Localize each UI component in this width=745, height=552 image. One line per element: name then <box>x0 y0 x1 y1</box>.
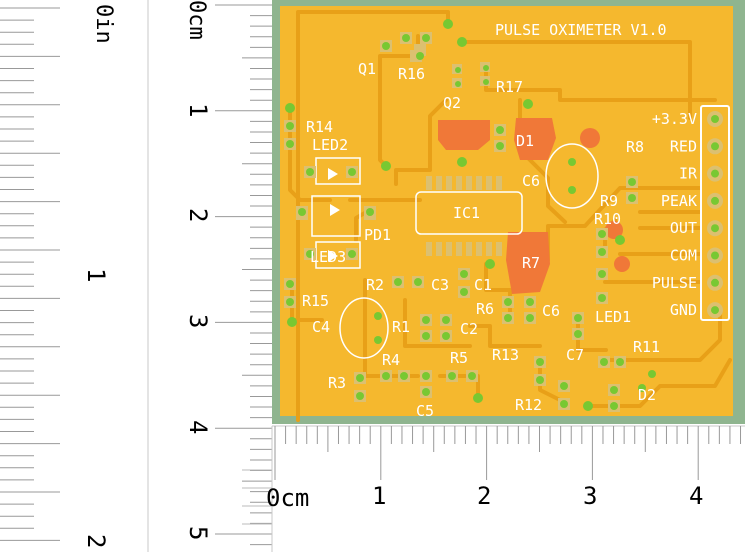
component-designator: R9 <box>600 192 618 210</box>
component-designator: C1 <box>474 276 492 294</box>
electrolytic-caps <box>339 143 599 359</box>
cm-hruler-4-label: 4 <box>689 482 703 510</box>
connector-pin-hole <box>711 169 719 178</box>
board-title: PULSE OXIMETER V1.0 <box>495 21 667 39</box>
inch-ruler-one-label: 1 <box>82 268 110 282</box>
component-designator: C4 <box>312 318 330 336</box>
component-designator: R11 <box>633 338 660 356</box>
cm-vruler-4-label: 4 <box>184 420 212 434</box>
connector-pin-hole <box>711 224 719 233</box>
cm-vruler-1-label: 1 <box>184 103 212 117</box>
component-designator: LED2 <box>312 136 348 154</box>
component-designator: C6 <box>522 172 540 190</box>
inch-ruler: 0in 1 2 <box>0 0 149 552</box>
component-designator: LED3 <box>310 248 346 266</box>
connector-label: RED <box>670 137 697 155</box>
connector-label: +3.3V <box>652 110 697 128</box>
component-designator: R16 <box>398 65 425 83</box>
component-designator: R8 <box>626 138 644 156</box>
cm-vruler-5-label: 5 <box>184 526 212 540</box>
connector-pin-hole <box>711 196 719 205</box>
header-connector <box>700 105 730 321</box>
c4-outline <box>339 297 389 359</box>
inch-ruler-two-label: 2 <box>82 534 110 548</box>
silkscreen: PULSE OXIMETER V1.0 +3.3V RED IR PEAK OUT COM… <box>302 21 698 420</box>
component-designator: R13 <box>492 346 519 364</box>
component-designator: PD1 <box>364 226 391 244</box>
component-designator: Q2 <box>443 94 461 112</box>
component-designator: D1 <box>516 132 534 150</box>
component-designator: C6 <box>542 302 560 320</box>
connector-pin-hole <box>711 115 719 123</box>
cm-vertical-ruler: 0cm 1 2 3 4 5 <box>184 0 272 546</box>
connector-pin-hole <box>711 278 719 287</box>
connector-label: OUT <box>670 219 697 237</box>
ic1-chip <box>415 176 523 256</box>
pd1-body <box>311 195 361 237</box>
cm-hruler-zero-label: 0cm <box>266 484 309 512</box>
component-designator: C3 <box>431 276 449 294</box>
component-designator: R10 <box>594 210 621 228</box>
connector-outline <box>700 105 730 321</box>
component-designator: R14 <box>306 118 333 136</box>
component-designator: IC1 <box>453 204 480 222</box>
exposed-copper <box>438 118 630 294</box>
diode-symbol <box>328 168 340 262</box>
component-designator: R3 <box>328 374 346 392</box>
component-designator: R2 <box>366 276 384 294</box>
component-designator: LED1 <box>595 308 631 326</box>
component-designator: R7 <box>522 254 540 272</box>
component-designator: R6 <box>476 300 494 318</box>
cm-hruler-3-label: 3 <box>583 482 597 510</box>
component-designator: Q1 <box>358 60 376 78</box>
connector-pin-hole <box>711 306 719 315</box>
connector-pin-hole <box>711 142 719 151</box>
component-designator: C5 <box>416 402 434 420</box>
cm-vruler-zero-label: 0cm <box>184 0 209 40</box>
connector-pin-hole <box>711 251 719 260</box>
connector-label: PULSE <box>652 274 697 292</box>
component-designator: R5 <box>450 349 468 367</box>
ic1-outline <box>415 191 523 235</box>
cm-horizontal-ruler: 0cm 1 2 3 4 <box>266 425 745 552</box>
component-designator: R1 <box>392 318 410 336</box>
component-designator: R12 <box>515 396 542 414</box>
cm-hruler-1-label: 1 <box>372 482 386 510</box>
component-designator: D2 <box>638 386 656 404</box>
connector-label: COM <box>670 247 697 265</box>
connector-label: PEAK <box>661 192 697 210</box>
cm-vruler-3-label: 3 <box>184 314 212 328</box>
connector-label: GND <box>670 301 697 319</box>
cm-vruler-2-label: 2 <box>184 208 212 222</box>
c6-outline <box>545 143 599 209</box>
component-designator: C2 <box>460 320 478 338</box>
cm-hruler-2-label: 2 <box>477 482 491 510</box>
component-designator: R4 <box>382 351 400 369</box>
via-layer <box>285 19 656 411</box>
connector-label: IR <box>679 165 698 183</box>
component-designator: R15 <box>302 292 329 310</box>
component-designator: R17 <box>496 78 523 96</box>
inch-ruler-zero-label: 0in <box>91 4 116 44</box>
component-designator: C7 <box>566 346 584 364</box>
pcb-board: PULSE OXIMETER V1.0 +3.3V RED IR PEAK OUT COM… <box>272 0 745 424</box>
